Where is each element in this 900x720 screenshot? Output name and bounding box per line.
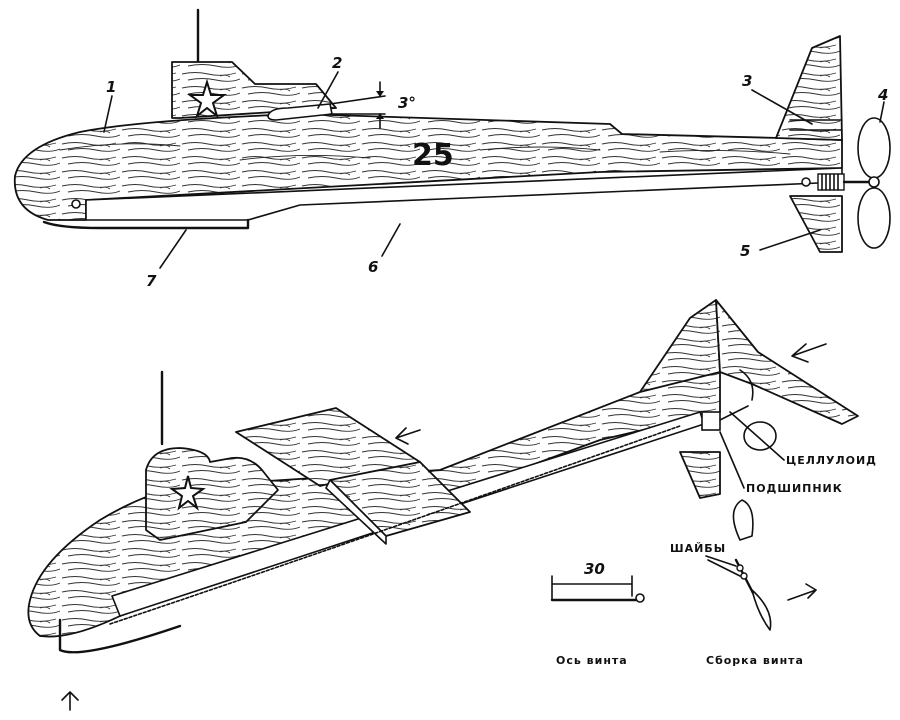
svg-text:1: 1 [106, 78, 116, 96]
svg-text:4: 4 [877, 86, 888, 104]
callouts: 1 2 3 4 5 6 7 [103, 54, 888, 290]
front-runner [58, 618, 182, 654]
svg-text:6: 6 [368, 258, 378, 276]
prop-axis-drawing: 30 Ось винта [550, 560, 645, 667]
side-view: 3° 25 1 2 [13, 8, 891, 290]
bow-hook [71, 199, 81, 209]
motor-spring [801, 173, 845, 191]
perspective-view: ЦЕЛЛУЛОИД ПОДШИПНИК 30 Ось винта ШАЙБЫ С [27, 299, 877, 711]
rubber-motor [109, 425, 681, 625]
runner [42, 218, 250, 230]
perspective-labels: ЦЕЛЛУЛОИД ПОДШИПНИК [719, 411, 877, 495]
conning-tower-3d [145, 447, 279, 541]
upper-rudder [775, 35, 843, 141]
propeller [842, 117, 891, 249]
keel-strip [85, 167, 843, 221]
arrow-wing [395, 427, 421, 445]
lower-rudder [789, 195, 843, 253]
bearing-assembly [701, 369, 777, 451]
label-bearing: ПОДШИПНИК [746, 482, 843, 495]
star-emblem-3d [169, 475, 206, 511]
angle-label: 3° [398, 94, 416, 112]
svg-text:7: 7 [146, 272, 157, 290]
prop-assembly-drawing: ШАЙБЫ Сборка винта [670, 499, 817, 667]
hull [13, 113, 843, 221]
label-celluloid: ЦЕЛЛУЛОИД [786, 454, 877, 467]
tail-stabilizer [715, 299, 859, 425]
caption-prop-axis: Ось винта [556, 654, 628, 667]
star-emblem [186, 78, 228, 119]
svg-text:2: 2 [332, 54, 342, 72]
caption-prop-assembly: Сборка винта [706, 654, 804, 667]
arrow-up [61, 691, 79, 711]
svg-text:3: 3 [742, 72, 752, 90]
arrow-stabilizer [791, 343, 827, 363]
lower-rudder-3d [679, 451, 721, 499]
label-washers: ШАЙБЫ [670, 542, 726, 555]
hydroplane [267, 103, 333, 121]
svg-text:5: 5 [740, 242, 750, 260]
hull-number: 25 [412, 138, 454, 173]
dimension-30: 30 [584, 560, 605, 578]
